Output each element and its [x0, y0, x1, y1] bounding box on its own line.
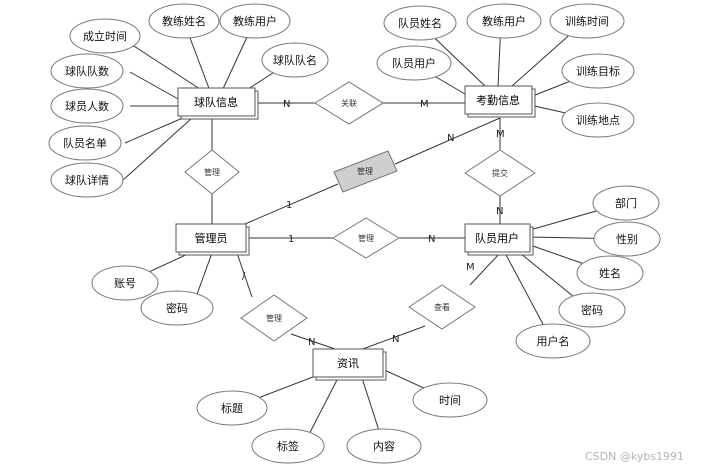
- svg-text:查看: 查看: [434, 302, 450, 312]
- attr-news-tag: 标签: [251, 428, 325, 464]
- rel-link: 关联: [314, 81, 384, 125]
- svg-text:队员用户: 队员用户: [392, 56, 436, 70]
- attr-team-coach-name: 教练姓名: [148, 3, 220, 39]
- attr-team-roster: 队员名单: [48, 125, 122, 161]
- svg-text:时间: 时间: [439, 394, 461, 407]
- svg-text:账号: 账号: [114, 277, 136, 290]
- attr-member-username: 用户名: [515, 323, 591, 359]
- attr-team-player-count: 球员人数: [50, 88, 124, 124]
- svg-text:队员用户: 队员用户: [475, 231, 519, 245]
- attr-admin-password: 密码: [140, 290, 214, 326]
- card-team-link: N: [283, 99, 290, 110]
- svg-text:内容: 内容: [373, 439, 395, 453]
- attr-member-name: 姓名: [576, 255, 644, 291]
- rel-manage-news: 管理: [240, 294, 308, 342]
- svg-text:管理员: 管理员: [195, 231, 228, 245]
- attr-att-train-goal: 训练目标: [561, 53, 635, 89]
- svg-text:成立时间: 成立时间: [83, 29, 127, 43]
- card-news-admin: N: [308, 337, 315, 348]
- svg-text:部门: 部门: [615, 196, 637, 210]
- card-admin-attendance-n: N: [447, 133, 454, 144]
- attr-news-content: 内容: [346, 428, 422, 464]
- svg-text:教练姓名: 教练姓名: [162, 14, 206, 28]
- attr-att-member-user: 队员用户: [376, 45, 452, 81]
- card-admin-member-n: N: [428, 234, 435, 245]
- card-admin-member-1: 1: [288, 234, 294, 245]
- svg-text:球队信息: 球队信息: [194, 95, 238, 109]
- svg-text:提交: 提交: [492, 168, 508, 178]
- svg-text:队员名单: 队员名单: [63, 136, 107, 150]
- svg-text:球队详情: 球队详情: [65, 173, 109, 187]
- svg-text:教练用户: 教练用户: [482, 14, 526, 28]
- attr-att-train-place: 训练地点: [561, 102, 635, 138]
- card-member-submit: N: [496, 206, 503, 217]
- svg-text:队员姓名: 队员姓名: [398, 16, 442, 30]
- rel-view: 查看: [408, 284, 476, 330]
- card-attendance-submit: M: [496, 129, 505, 140]
- cardinality-labels: N M 1 N M N 1 N / N N M: [242, 99, 505, 348]
- svg-text:球员人数: 球员人数: [65, 99, 109, 113]
- svg-text:关联: 关联: [341, 98, 357, 108]
- svg-text:标题: 标题: [221, 401, 243, 415]
- svg-text:教练用户: 教练用户: [233, 14, 277, 28]
- svg-text:训练时间: 训练时间: [565, 14, 609, 28]
- svg-text:球队队数: 球队队数: [65, 64, 109, 78]
- svg-text:管理: 管理: [358, 233, 374, 243]
- svg-text:球队队名: 球队队名: [273, 53, 317, 67]
- attr-team-details: 球队详情: [50, 162, 124, 198]
- svg-text:用户名: 用户名: [537, 334, 570, 348]
- entity-team-info: 球队信息: [177, 87, 259, 120]
- attr-team-name: 球队队名: [261, 42, 329, 78]
- svg-text:密码: 密码: [166, 301, 188, 315]
- entity-admin: 管理员: [175, 223, 250, 256]
- card-attendance-link: M: [420, 99, 429, 110]
- svg-text:资讯: 资讯: [337, 357, 359, 370]
- svg-text:密码: 密码: [581, 303, 603, 317]
- attr-att-coach-user: 教练用户: [466, 3, 542, 39]
- attr-team-coach-user: 教练用户: [219, 3, 291, 39]
- attr-admin-account: 账号: [91, 265, 159, 301]
- attr-news-time: 时间: [412, 382, 488, 418]
- svg-text:管理: 管理: [266, 313, 282, 323]
- card-admin-news: /: [242, 271, 246, 282]
- attr-att-member-name: 队员姓名: [383, 5, 457, 41]
- watermark: CSDN @kybs1991: [585, 450, 684, 463]
- attr-team-founded: 成立时间: [69, 18, 141, 54]
- attr-team-count: 球队队数: [50, 53, 124, 89]
- svg-text:姓名: 姓名: [599, 266, 621, 280]
- attr-member-password: 密码: [558, 292, 626, 328]
- card-admin-attendance-1: 1: [286, 200, 292, 211]
- svg-text:考勤信息: 考勤信息: [476, 93, 520, 107]
- attr-member-dept: 部门: [592, 185, 660, 221]
- svg-text:管理: 管理: [357, 166, 373, 176]
- card-member-news: M: [466, 262, 475, 273]
- attr-member-gender: 性别: [593, 221, 661, 257]
- svg-text:标签: 标签: [277, 439, 299, 453]
- svg-text:训练目标: 训练目标: [576, 64, 620, 78]
- attr-news-title: 标题: [196, 390, 268, 426]
- rel-manage-member: 管理: [332, 217, 400, 259]
- card-news-member: N: [392, 334, 399, 345]
- svg-text:性别: 性别: [616, 232, 638, 246]
- entity-member-user: 队员用户: [464, 223, 534, 256]
- entity-attendance: 考勤信息: [464, 85, 536, 118]
- attr-att-train-time: 训练时间: [549, 3, 625, 39]
- svg-text:管理: 管理: [204, 167, 220, 177]
- svg-text:训练地点: 训练地点: [576, 113, 620, 127]
- rel-submit: 提交: [464, 149, 536, 197]
- entity-news: 资讯: [312, 348, 387, 381]
- rel-manage-team: 管理: [184, 149, 240, 195]
- rel-manage-attendance: 管理: [333, 150, 398, 193]
